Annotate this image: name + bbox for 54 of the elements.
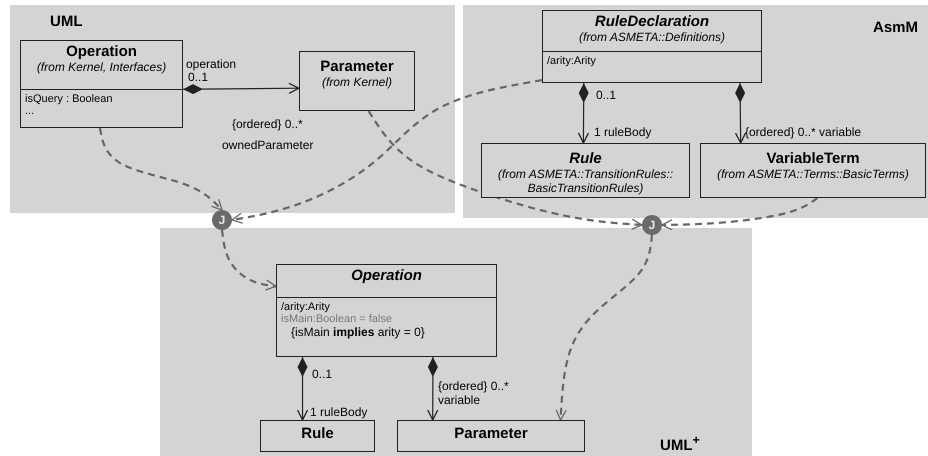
attribute-text: /arity:Arity bbox=[547, 55, 596, 67]
package-title: AsmM bbox=[873, 19, 918, 36]
dependency-arrow bbox=[231, 79, 542, 224]
role-label: 1 ruleBody bbox=[594, 125, 652, 139]
class-name: Operation bbox=[66, 43, 137, 60]
composition-arrow bbox=[578, 83, 590, 144]
package-panel bbox=[160, 228, 752, 456]
constraint-text: {isMain implies arity = 0} bbox=[291, 325, 425, 339]
package-title: UML bbox=[50, 13, 82, 30]
class-box bbox=[260, 420, 375, 452]
role-label: 0..1 bbox=[312, 367, 332, 381]
class-box bbox=[481, 143, 690, 198]
dependency-arrow bbox=[661, 197, 818, 230]
attribute-text: ... bbox=[25, 105, 34, 117]
package-panel bbox=[10, 5, 455, 213]
class-name: Parameter bbox=[320, 58, 394, 75]
class-name: VariableTerm bbox=[766, 150, 860, 167]
composition-arrow bbox=[183, 82, 300, 94]
package-origin: (from ASMETA::Terms::BasicTerms) bbox=[717, 167, 909, 181]
dependency-arrow bbox=[368, 110, 643, 230]
class-name: RuleDeclaration bbox=[594, 13, 710, 30]
dependency-arrow bbox=[220, 230, 277, 291]
role-label: 0..1 bbox=[596, 88, 616, 102]
class-box bbox=[299, 51, 415, 111]
attribute-text: isQuery : Boolean bbox=[25, 93, 112, 105]
role-label: {ordered} 0..* variable bbox=[438, 379, 510, 407]
class-name: Operation bbox=[351, 267, 422, 284]
class-name: Parameter bbox=[454, 425, 528, 442]
package-origin: (from Kernel, Interfaces) bbox=[36, 60, 166, 74]
class-name: Rule bbox=[569, 150, 602, 167]
composition-arrow bbox=[734, 83, 746, 144]
package-origin: (from ASMETA::Definitions) bbox=[578, 30, 726, 44]
attribute-text: isMain:Boolean = false bbox=[281, 313, 392, 325]
class-box bbox=[542, 10, 762, 83]
composition-arrow bbox=[296, 357, 308, 421]
role-label: 0..1 bbox=[188, 70, 208, 84]
role-label: {ordered} 0..* bbox=[232, 117, 303, 131]
package-panel bbox=[463, 5, 928, 218]
package-origin: (from ASMETA::TransitionRules:: BasicTransitionRules) bbox=[496, 167, 674, 195]
class-name: Rule bbox=[301, 425, 334, 442]
dependency-arrow bbox=[556, 234, 654, 421]
attribute-text: /arity:Arity bbox=[281, 301, 330, 313]
role-label: {ordered} 0..* variable bbox=[745, 125, 862, 139]
package-title: UML$^{+}$ bbox=[660, 433, 700, 454]
class-box bbox=[276, 264, 497, 357]
role-label: ownedParameter bbox=[222, 138, 314, 152]
package-origin: (from Kernel) bbox=[322, 75, 392, 89]
class-box bbox=[700, 143, 926, 198]
role-label: operation bbox=[186, 57, 236, 71]
dependency-arrow bbox=[98, 128, 223, 211]
composition-arrow bbox=[427, 357, 438, 421]
class-box bbox=[20, 40, 183, 128]
class-box bbox=[397, 420, 585, 452]
role-label: 1 ruleBody bbox=[310, 405, 368, 419]
